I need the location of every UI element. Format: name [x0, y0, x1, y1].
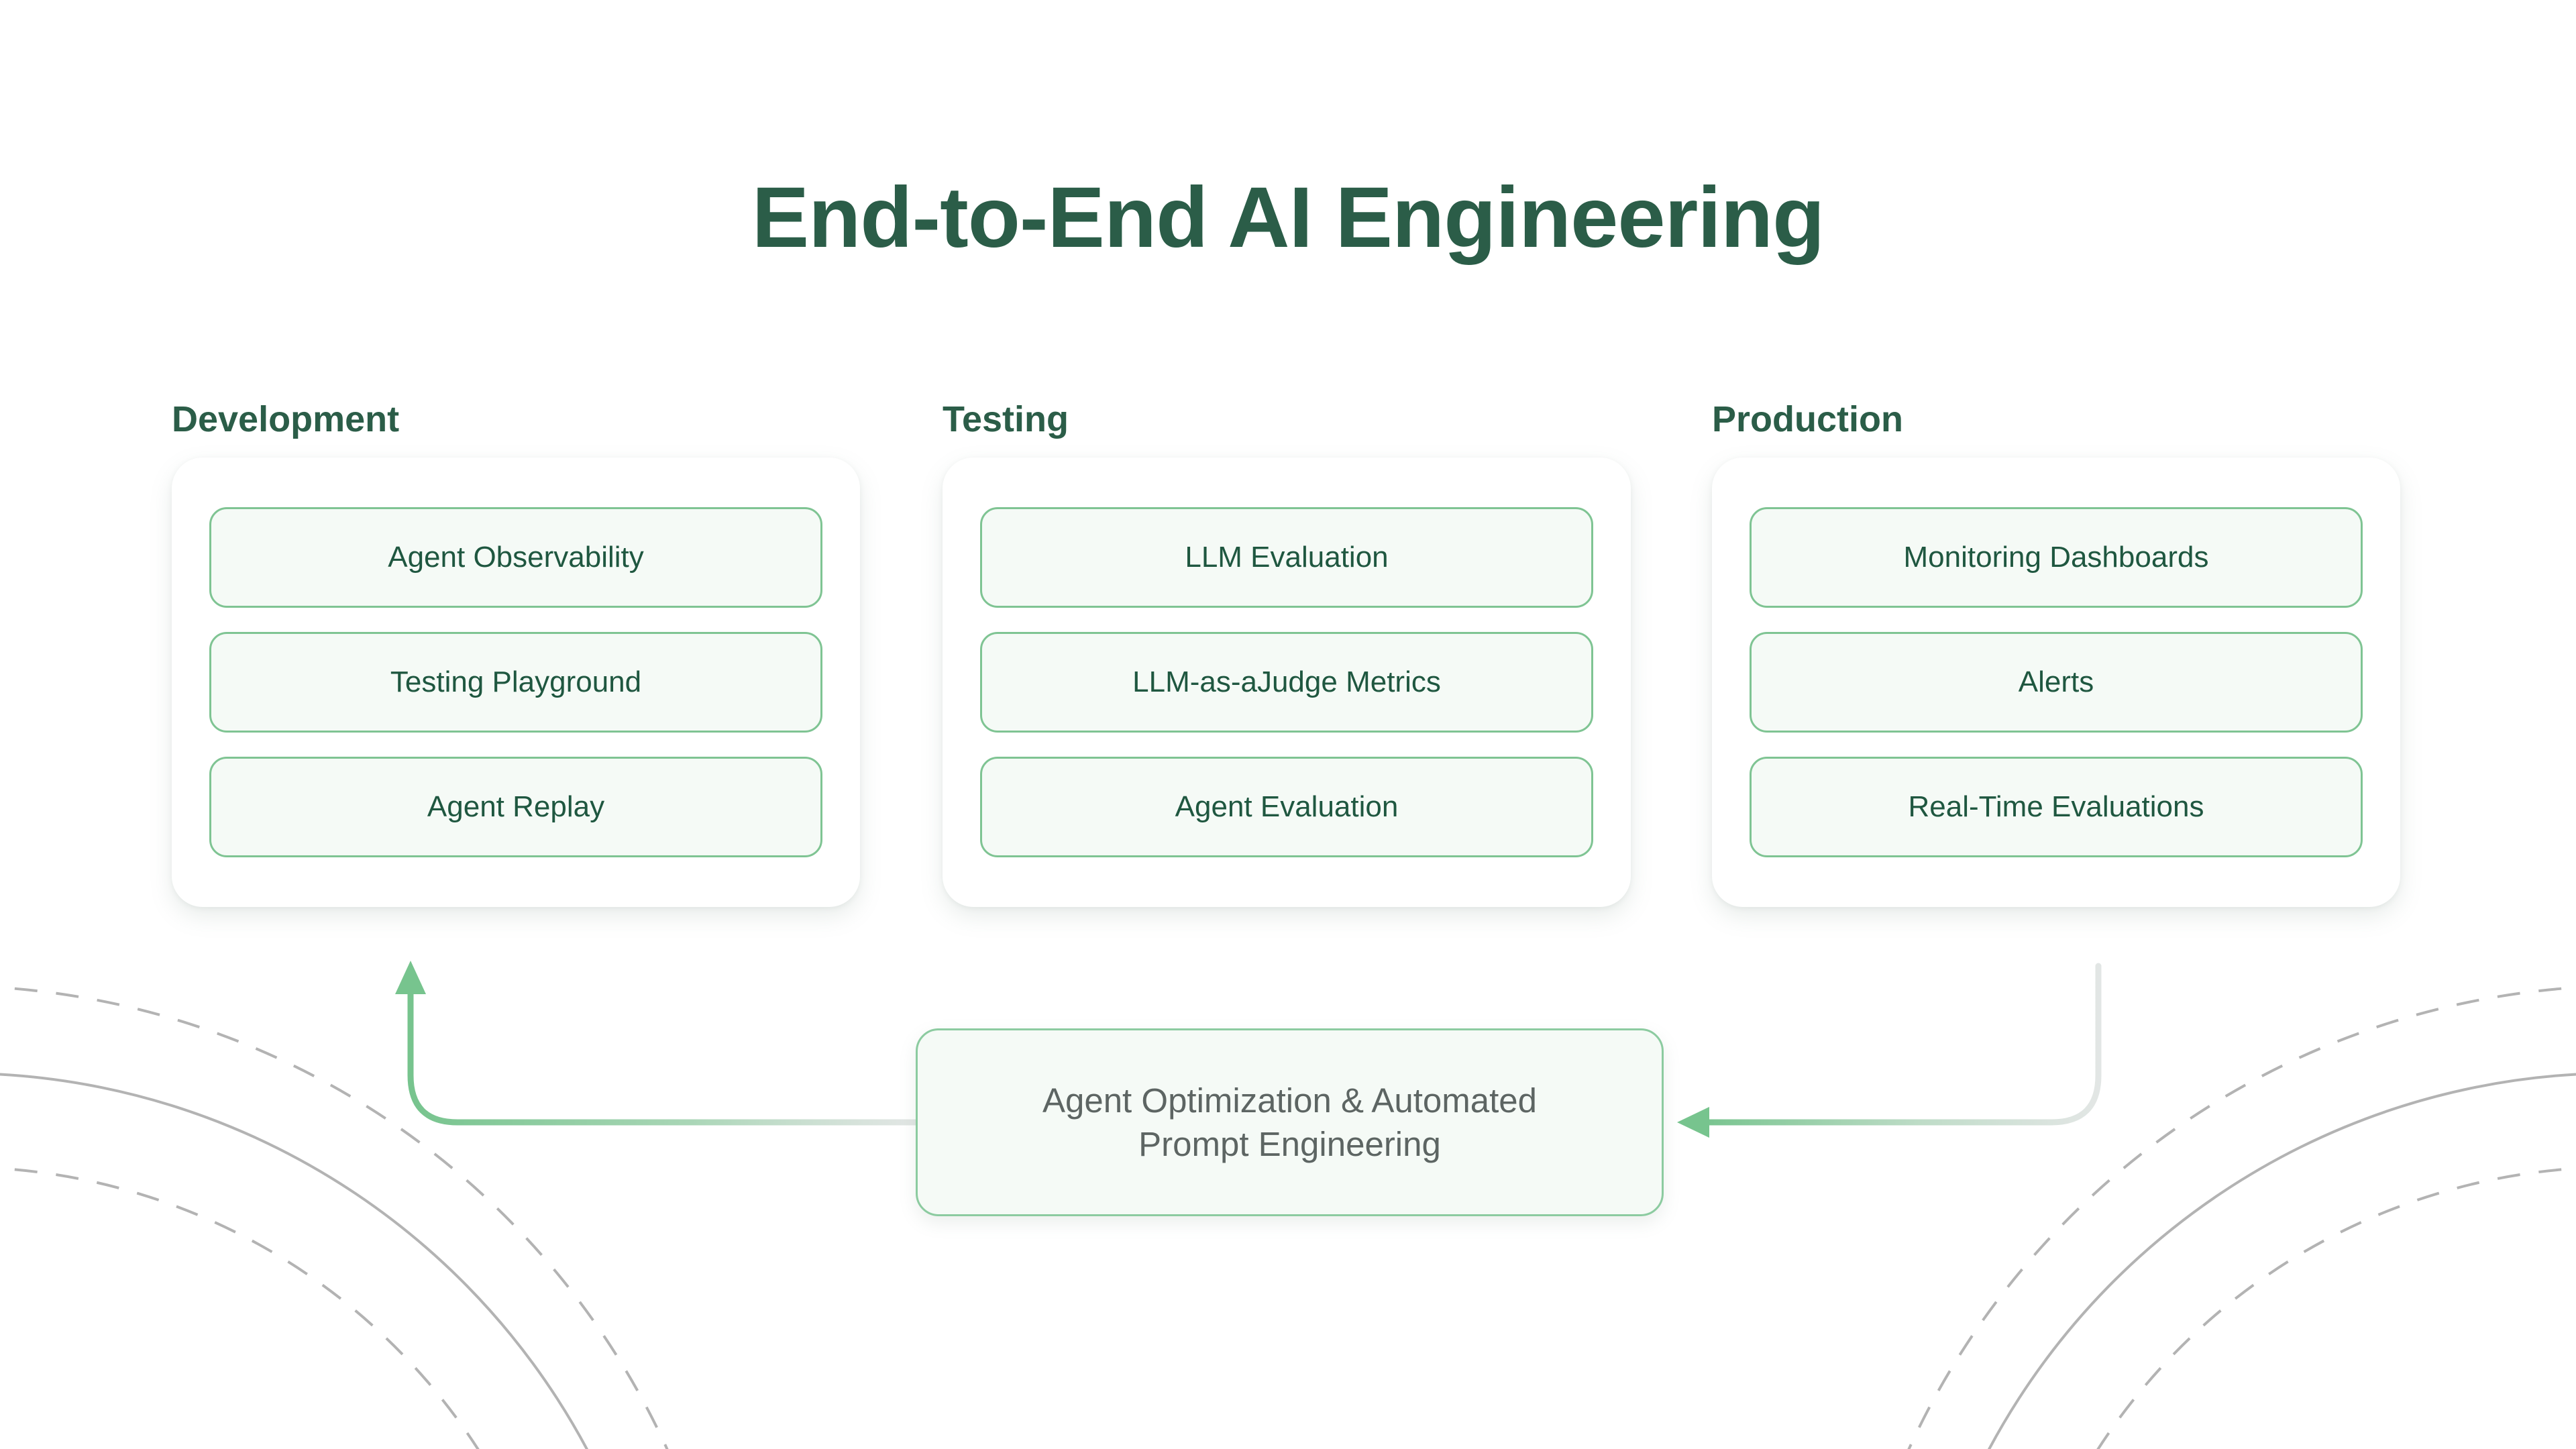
page-title: End-to-End AI Engineering — [751, 170, 1825, 266]
arrowhead-up — [395, 961, 426, 994]
capability-pill[interactable]: Alerts — [1750, 632, 2363, 733]
stage-heading-production: Production — [1712, 399, 1903, 439]
capability-pill[interactable]: LLM Evaluation — [980, 507, 1593, 608]
stage-column-development: Development Agent Observability Testing … — [172, 399, 860, 908]
stage-heading-development: Development — [172, 399, 400, 439]
arrowhead-left — [1677, 1107, 1709, 1138]
connector-production-to-feedback — [1677, 963, 2102, 1138]
stage-column-testing: Testing LLM Evaluation LLM-as-aJudge Met… — [943, 399, 1631, 908]
feedback-loop-label: Agent Optimization & Automated Prompt En… — [1042, 1081, 1538, 1163]
capability-pill[interactable]: Agent Replay — [209, 757, 822, 858]
capability-pill[interactable]: Agent Evaluation — [980, 757, 1593, 858]
capability-pill[interactable]: LLM-as-aJudge Metrics — [980, 632, 1593, 733]
connector-feedback-to-development — [395, 961, 919, 1126]
stage-panel-development: Agent Observability Testing Playground A… — [172, 458, 860, 908]
stage-column-production: Production Monitoring Dashboards Alerts … — [1712, 399, 2400, 908]
arc-left-inner-dashed — [0, 1167, 480, 1449]
capability-pill[interactable]: Agent Observability — [209, 507, 822, 608]
arc-right-middle-solid — [1988, 1073, 2576, 1449]
capability-pill[interactable]: Real-Time Evaluations — [1750, 757, 2363, 858]
capability-pill[interactable]: Monitoring Dashboards — [1750, 507, 2363, 608]
feedback-loop-box[interactable]: Agent Optimization & Automated Prompt En… — [916, 1028, 1664, 1216]
arc-left-middle-solid — [0, 1073, 588, 1449]
stage-panel-production: Monitoring Dashboards Alerts Real-Time E… — [1712, 458, 2400, 908]
stage-panel-testing: LLM Evaluation LLM-as-aJudge Metrics Age… — [943, 458, 1631, 908]
capability-pill[interactable]: Testing Playground — [209, 632, 822, 733]
stage-heading-testing: Testing — [943, 399, 1069, 439]
arc-right-outer-dashed — [1907, 986, 2576, 1449]
arc-right-inner-dashed — [2096, 1167, 2576, 1449]
arc-left-outer-dashed — [0, 986, 669, 1449]
